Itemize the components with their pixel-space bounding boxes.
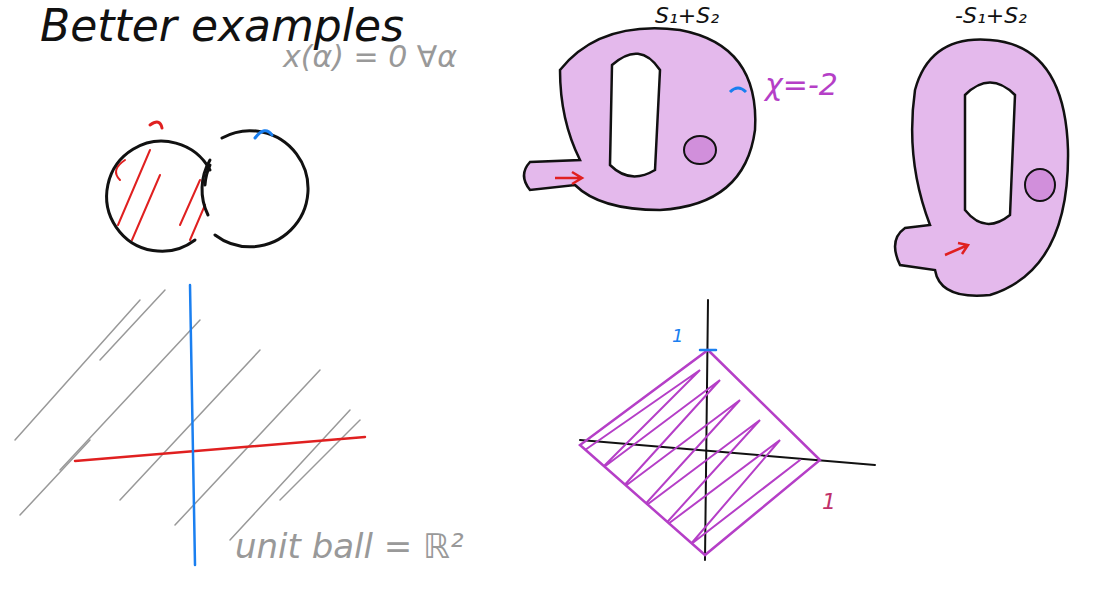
hopf-link [107, 122, 308, 251]
unit-ball-note: unit ball = ℝ² [235, 528, 464, 565]
axis-tick: 1 [822, 490, 836, 514]
axis-tick: 1 [672, 326, 683, 346]
surface-label: -S₁+S₂ [955, 4, 1027, 28]
norm-plot [15, 285, 365, 565]
seifert-surface [895, 40, 1068, 296]
surface-label: S₁+S₂ [655, 4, 719, 28]
seifert-surface [524, 28, 755, 210]
unit-ball-plot [580, 300, 875, 560]
euler-characteristic: χ=-2 [765, 68, 838, 101]
norm-note: x(α) = 0 ∀α [283, 40, 457, 73]
